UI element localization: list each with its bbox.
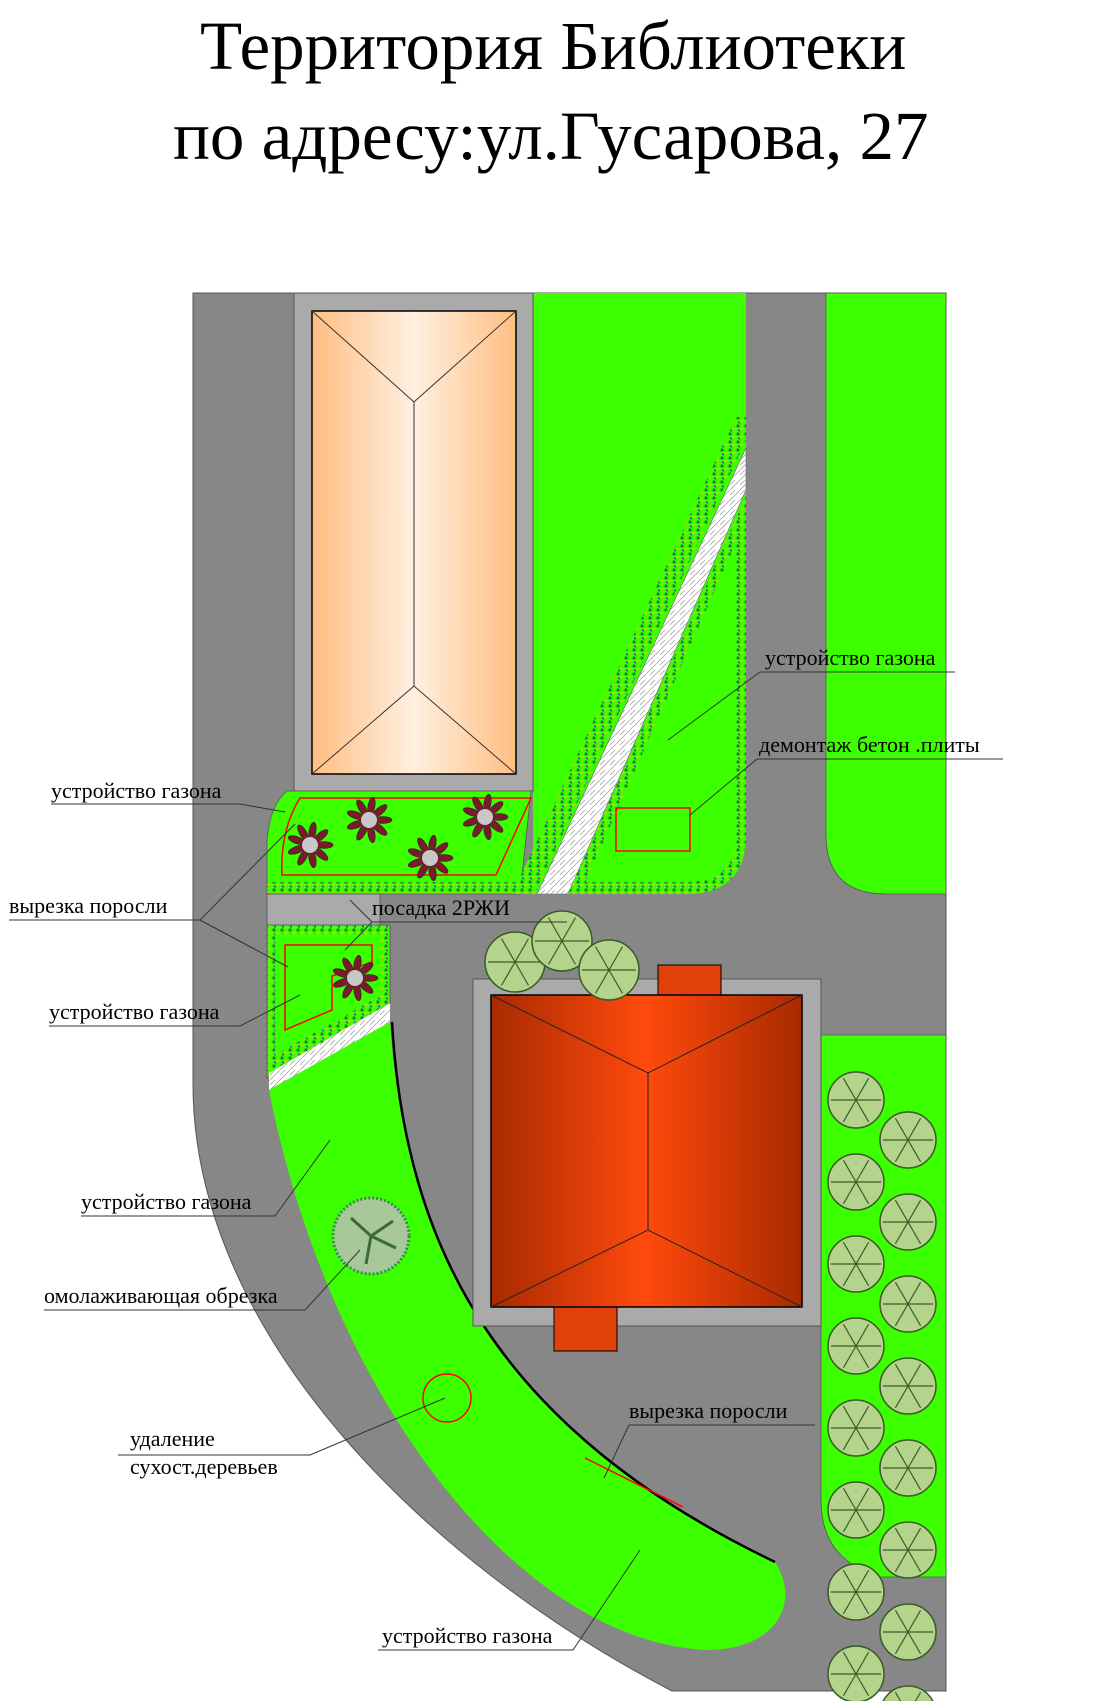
sidewalk [266,893,381,926]
shrub-icons [484,910,937,1701]
lawn-flowerbed [266,790,532,895]
hedge-diagonal-left [512,417,746,894]
shrub-icon [827,1481,885,1539]
label-lawn-top-right: устройство газона [765,645,936,670]
roof-ridges-top [311,310,517,775]
cut-growth-marker [584,1457,684,1508]
shrub-icon [827,1071,885,1129]
shrub-icon [879,1193,937,1251]
title-line-1: Территория Библиотеки [200,8,907,84]
leader-lines [9,671,1003,1651]
pruning-tree-icon [331,1196,411,1276]
flower-icon [463,794,509,840]
shrub-icon [578,939,640,1001]
label-lawn-bottom: устройство газона [382,1623,553,1648]
label-demolish-slab: демонтаж бетон .плиты [759,732,980,757]
hedge-strip [267,882,517,893]
shrub-icon [879,1357,937,1415]
flower-icons [288,794,509,1001]
curb-line [390,1021,776,1564]
shrub-icon [879,1111,937,1169]
hedge-diagonal-right [568,496,746,894]
building-roof-red [490,994,803,1308]
label-lawn-top-left: устройство газона [51,778,222,803]
flower-icon [288,822,334,868]
porch-top [657,964,722,998]
label-lawn-mid-left: устройство газона [49,999,220,1024]
shrub-icon [827,1153,885,1211]
shrub-icon [827,1563,885,1621]
flower-icon [408,835,454,881]
label-cut-growth-left: вырезка поросли [9,893,168,918]
demolish-slab-marker [615,807,691,852]
flower-icon [333,955,379,1001]
paved-path-small [269,1003,390,1090]
label-rejuvenating-pruning: омолаживающая обрезка [44,1283,278,1308]
lawn-right-upper [825,292,947,895]
shrub-icon [882,1685,934,1701]
dead-tree-marker [422,1373,472,1423]
roof-ridges-red [490,994,803,1308]
title-line-2: по адресу:ул.Гусарова, 27 [173,98,929,174]
lawn-small-outline [284,944,373,1032]
shrub-icon [879,1439,937,1497]
label-removal-line1: удаление [130,1426,215,1451]
shrub-icon [827,1317,885,1375]
label-cut-growth-right: вырезка поросли [629,1398,788,1423]
shrub-icon [879,1521,937,1579]
shrub-icon [827,1399,885,1457]
label-planting: посадка 2РЖИ [372,895,510,920]
shrub-icon [827,1235,885,1293]
label-removal-line2: сухост.деревьев [130,1454,278,1479]
flower-icon [347,797,393,843]
shrub-icon [827,1645,885,1701]
shrub-icon [879,1603,937,1661]
flowerbed-outline [281,797,533,876]
lawn-curved [269,1022,786,1650]
shrub-icon [879,1275,937,1333]
shrub-icon [531,910,593,972]
porch-bottom [553,1304,618,1352]
label-lawn-curve: устройство газона [81,1189,252,1214]
